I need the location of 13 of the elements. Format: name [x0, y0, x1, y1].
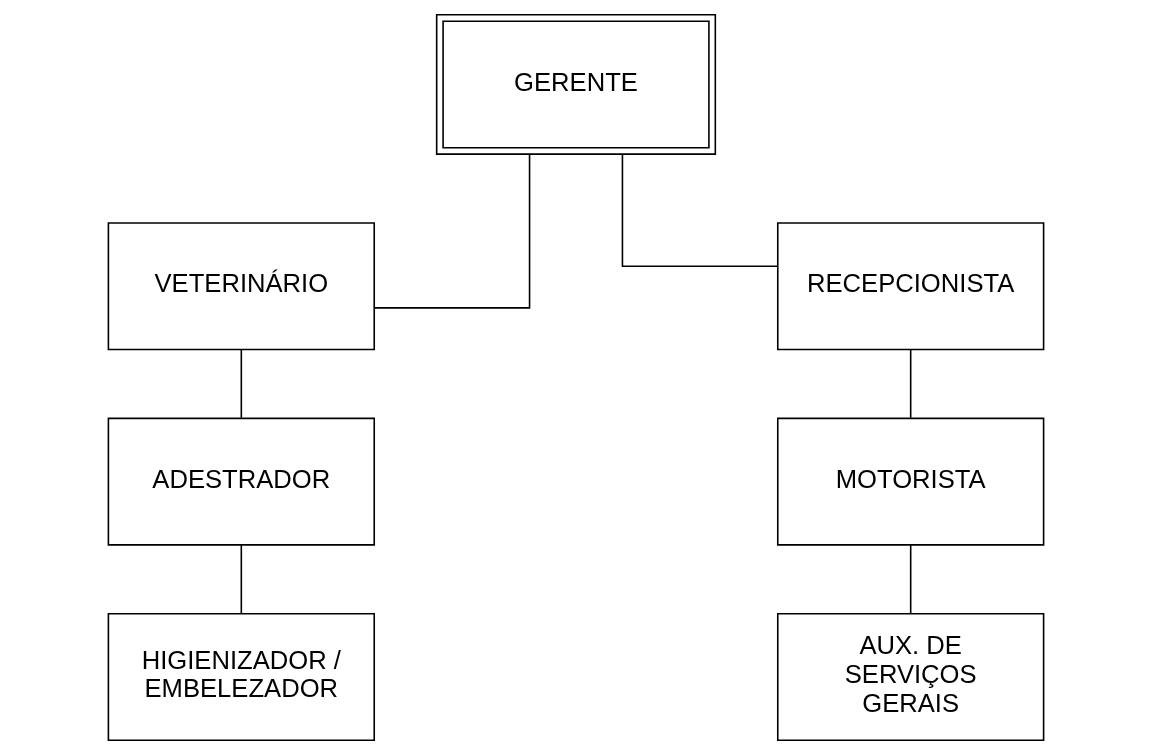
node-box: HIGIENIZADOR / EMBELEZADOR: [107, 612, 375, 741]
connector: [373, 153, 530, 309]
node-box: VETERINÁRIO: [107, 222, 375, 351]
node-box: AUX. DE SERVIÇOS GERAIS: [776, 612, 1044, 741]
node-box: RECEPCIONISTA: [776, 222, 1044, 351]
connector: [240, 544, 242, 614]
node-box: MOTORISTA: [776, 417, 1044, 546]
connector: [909, 544, 911, 614]
connector: [909, 348, 911, 419]
connector: [621, 153, 778, 267]
node-box: ADESTRADOR: [107, 417, 375, 546]
node-box: GERENTE: [435, 14, 716, 155]
connector: [240, 348, 242, 419]
